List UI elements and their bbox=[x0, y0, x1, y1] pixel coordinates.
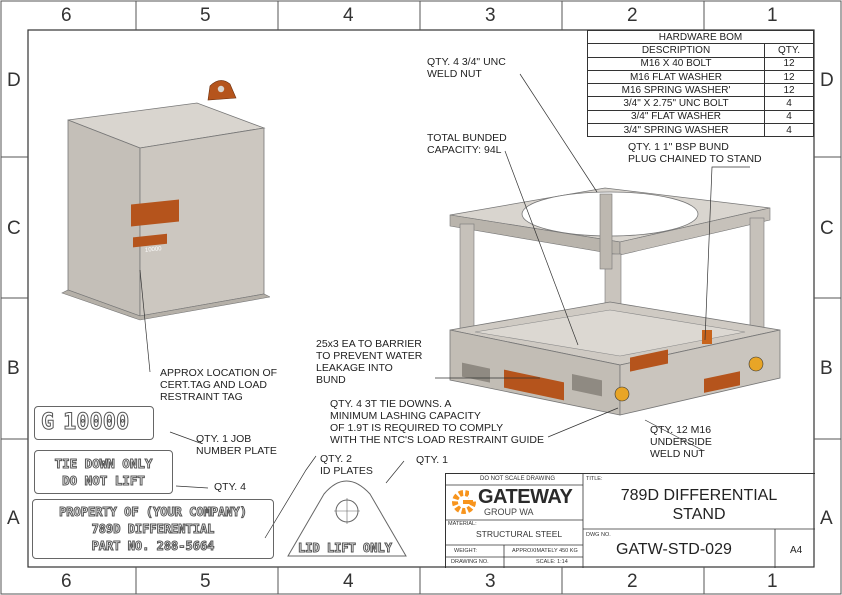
stand-illustration bbox=[449, 187, 781, 416]
drawing-title: 789D DIFFERENTIAL STAND bbox=[583, 486, 815, 524]
title-label: TITLE: bbox=[586, 476, 603, 482]
weight-label: WEIGHT: bbox=[454, 548, 477, 554]
stand-id-plate-front bbox=[504, 369, 564, 401]
zone-col-4-bottom: 4 bbox=[343, 571, 354, 592]
drawing-title-line1: 789D DIFFERENTIAL bbox=[620, 487, 778, 504]
gateway-g-icon: G bbox=[40, 410, 55, 436]
zone-row-d: D bbox=[7, 70, 21, 91]
sheet-size: A4 bbox=[790, 545, 803, 556]
callout-bsp-plug: QTY. 1 1" BSP BUND PLUG CHAINED TO STAND bbox=[628, 141, 762, 165]
callout-cert-tag: APPROX LOCATION OF CERT.TAG AND LOAD RES… bbox=[160, 367, 278, 403]
zone-col-1: 1 bbox=[767, 5, 778, 26]
zone-row-b-right: B bbox=[820, 358, 833, 379]
stand-id-plate-side bbox=[704, 371, 740, 393]
cert-tag bbox=[131, 199, 179, 227]
property-plate: PROPERTY OF (YOUR COMPANY) 789D DIFFEREN… bbox=[32, 499, 274, 559]
title-block: DO NOT SCALE DRAWING GATEWAY GROUP WA MA… bbox=[445, 473, 815, 568]
zone-col-6: 6 bbox=[61, 5, 72, 26]
zone-col-5-bottom: 5 bbox=[200, 571, 211, 592]
zone-col-3-bottom: 3 bbox=[485, 571, 496, 592]
callout-bunded-capacity: TOTAL BUNDED CAPACITY: 94L bbox=[427, 132, 507, 156]
stand-tie-plate-front bbox=[630, 349, 668, 372]
cover-box-illustration bbox=[61, 80, 270, 321]
job-number: 10000 bbox=[62, 410, 130, 436]
zone-col-5: 5 bbox=[200, 5, 211, 26]
bom-qty: 4 bbox=[764, 123, 814, 138]
zone-col-6-bottom: 6 bbox=[61, 571, 72, 592]
property-line2: 789D DIFFERENTIAL bbox=[91, 522, 215, 537]
zone-row-c: C bbox=[7, 218, 21, 239]
dwg-number: GATW-STD-029 bbox=[616, 541, 732, 558]
tie-down-line1: TIE DOWN ONLY bbox=[54, 456, 153, 472]
zone-col-4: 4 bbox=[343, 5, 354, 26]
zone-col-1-bottom: 1 bbox=[767, 571, 778, 592]
lid-lift-text: LID LIFT ONLY bbox=[298, 541, 393, 556]
lid-lift-plate bbox=[287, 480, 407, 557]
zone-col-2: 2 bbox=[627, 5, 638, 26]
drawing-no-label: DRAWING NO. bbox=[451, 559, 489, 565]
drawing-title-line2: STAND bbox=[672, 506, 726, 523]
property-line1: PROPERTY OF (YOUR COMPANY) bbox=[59, 505, 248, 520]
weight-value: APPROXIMATELY 450 KG bbox=[512, 548, 578, 554]
zone-row-c-right: C bbox=[820, 218, 834, 239]
tie-down-ring bbox=[748, 356, 764, 372]
zone-col-2-bottom: 2 bbox=[627, 571, 638, 592]
bom-header-qty: QTY. bbox=[764, 43, 814, 58]
callout-lid-qty: QTY. 1 bbox=[416, 454, 448, 466]
callout-id-plates: QTY. 2 ID PLATES bbox=[320, 453, 373, 477]
zone-row-a-right: A bbox=[820, 508, 833, 529]
title-block-grid bbox=[446, 474, 815, 568]
material-value: STRUCTURAL STEEL bbox=[476, 529, 563, 539]
zone-row-b: B bbox=[7, 358, 20, 379]
callout-tie-downs: QTY. 4 3T TIE DOWNS. A MINIMUM LASHING C… bbox=[330, 398, 544, 446]
company-name: GATEWAY bbox=[478, 486, 573, 508]
tie-down-ring bbox=[614, 386, 630, 402]
zone-row-a: A bbox=[7, 508, 20, 529]
callout-barrier: 25x3 EA TO BARRIER TO PREVENT WATER LEAK… bbox=[316, 338, 423, 386]
material-label: MATERIAL: bbox=[448, 521, 477, 527]
tie-down-plate: TIE DOWN ONLY DO NOT LIFT bbox=[34, 450, 173, 494]
load-restraint-tag bbox=[133, 233, 167, 248]
gateway-logo-icon bbox=[452, 488, 477, 514]
do-not-scale-label: DO NOT SCALE DRAWING bbox=[480, 476, 556, 482]
callout-tie-qty: QTY. 4 bbox=[214, 481, 246, 493]
zone-col-3: 3 bbox=[485, 5, 496, 26]
job-number-plate: G 10000 bbox=[34, 406, 154, 440]
tie-down-line2: DO NOT LIFT bbox=[62, 473, 146, 489]
scale-value: SCALE: 1:14 bbox=[536, 559, 568, 565]
dwg-no-label: DWG NO. bbox=[586, 532, 611, 538]
callout-weld-nut-top: QTY. 4 3/4" UNC WELD NUT bbox=[427, 56, 506, 80]
bom-title: HARDWARE BOM bbox=[587, 29, 814, 45]
company-subtitle: GROUP WA bbox=[484, 507, 534, 517]
bund-plug bbox=[702, 330, 712, 344]
zone-row-d-right: D bbox=[820, 70, 834, 91]
property-line3: PART NO. 288-5664 bbox=[91, 539, 215, 554]
callout-underside-nut: QTY. 12 M16 UNDERSIDE WELD NUT bbox=[650, 424, 712, 460]
callout-job-plate: QTY. 1 JOB NUMBER PLATE bbox=[196, 433, 277, 457]
